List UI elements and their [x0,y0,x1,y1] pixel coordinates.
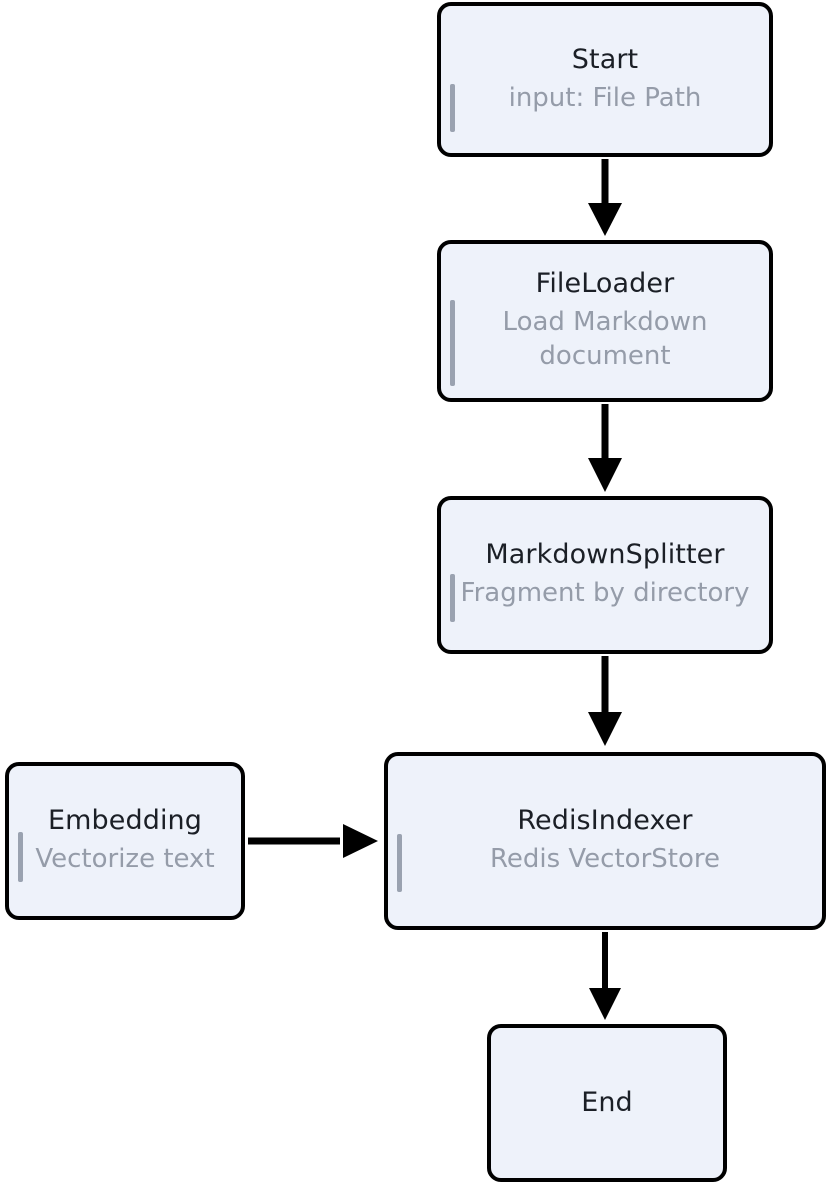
node-embedding-title: Embedding [47,805,203,837]
accent-bar-icon [450,300,455,386]
accent-bar-icon [450,574,455,622]
node-end[interactable]: End [487,1024,727,1182]
edge-fileloader-to-markdown [588,404,622,492]
node-markdownsplitter[interactable]: MarkdownSplitter Fragment by directory [437,496,773,654]
node-markdownsplitter-title: MarkdownSplitter [485,539,725,571]
edge-redisindexer-to-end [589,932,621,1020]
node-fileloader-title: FileLoader [535,267,675,299]
node-fileloader-subtitle: Load Markdown document [502,306,708,372]
node-end-title: End [581,1087,633,1119]
node-start[interactable]: Start input: File Path [437,2,773,157]
node-redisindexer-title: RedisIndexer [517,805,693,837]
node-embedding[interactable]: Embedding Vectorize text [5,762,245,920]
edge-markdown-to-redisindexer [588,656,622,746]
node-markdownsplitter-subtitle: Fragment by directory [460,578,750,609]
node-redisindexer[interactable]: RedisIndexer Redis VectorStore [384,752,826,930]
node-embedding-subtitle: Vectorize text [35,844,215,875]
edge-start-to-fileloader [588,159,622,236]
accent-bar-icon [397,834,402,892]
node-start-title: Start [571,43,639,75]
edge-embedding-to-redisindexer [248,824,378,858]
node-start-subtitle: input: File Path [508,82,702,113]
accent-bar-icon [18,832,23,882]
node-fileloader[interactable]: FileLoader Load Markdown document [437,240,773,402]
node-redisindexer-subtitle: Redis VectorStore [489,844,720,875]
accent-bar-icon [450,84,455,132]
